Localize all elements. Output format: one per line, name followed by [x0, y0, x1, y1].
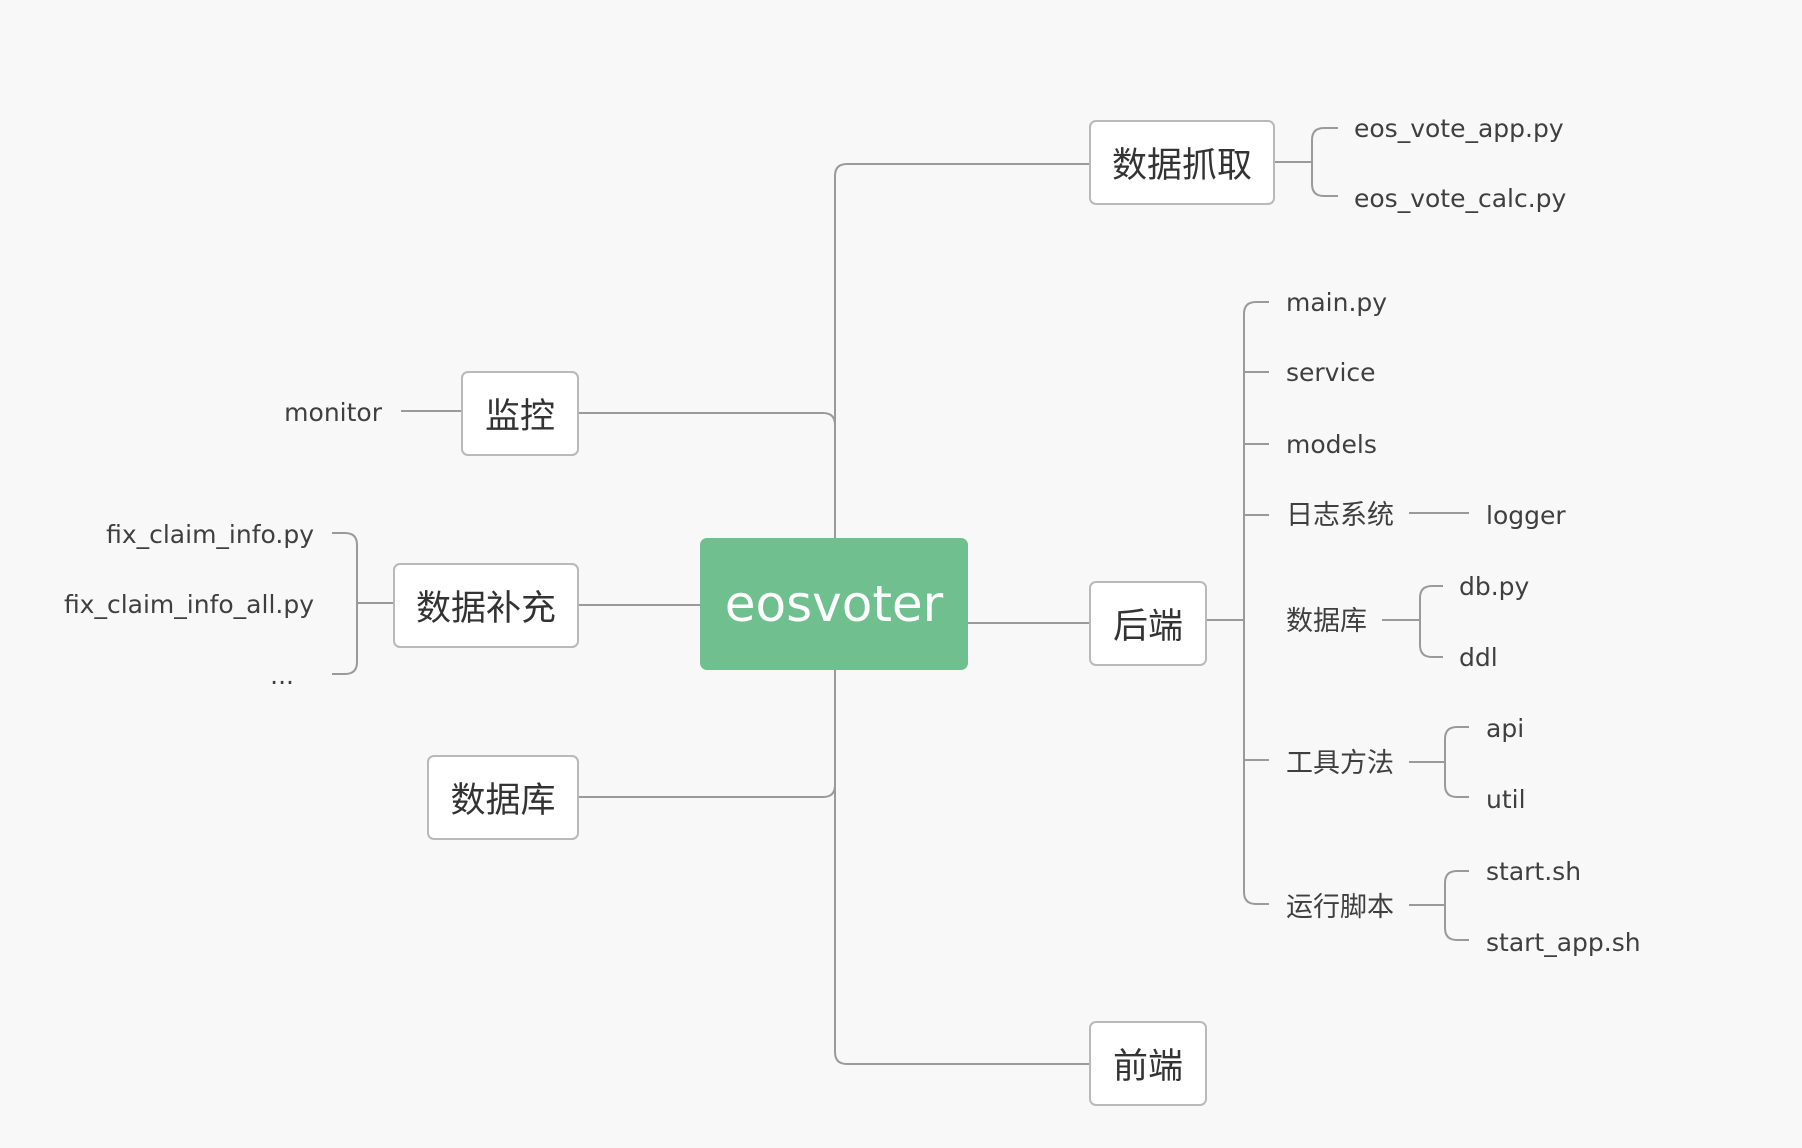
leaf-fix-claim-info[interactable]: fix_claim_info.py [106, 520, 314, 549]
connector-trunk [834, 163, 1089, 538]
leaf-eos-vote-calc[interactable]: eos_vote_calc.py [1354, 184, 1567, 213]
connector-database-left [579, 784, 836, 798]
leaf-start-app-sh[interactable]: start_app.sh [1486, 928, 1641, 957]
leaf-fix-claim-info-all[interactable]: fix_claim_info_all.py [63, 590, 314, 619]
leaf-log-system[interactable]: 日志系统 [1286, 500, 1394, 531]
leaf-service[interactable]: service [1286, 358, 1376, 387]
leaf-models[interactable]: models [1286, 430, 1377, 459]
leaf-database[interactable]: 数据库 [1286, 606, 1367, 637]
leaf-main-py[interactable]: main.py [1286, 288, 1388, 317]
connector-trunk-down [834, 670, 1089, 1065]
node-monitor[interactable]: 监控 [461, 371, 579, 456]
node-data-fetch[interactable]: 数据抓取 [1089, 120, 1275, 205]
node-data-supplement[interactable]: 数据补充 [393, 563, 579, 648]
leaf-api[interactable]: api [1486, 714, 1525, 743]
leaf-tools[interactable]: 工具方法 [1286, 748, 1394, 779]
leaf-util[interactable]: util [1486, 785, 1526, 814]
root-node[interactable]: eosvoter [700, 538, 968, 670]
leaf-logger[interactable]: logger [1486, 501, 1566, 530]
node-database-left[interactable]: 数据库 [427, 755, 579, 840]
node-backend[interactable]: 后端 [1089, 581, 1207, 666]
leaf-eos-vote-app[interactable]: eos_vote_app.py [1354, 114, 1564, 143]
leaf-start-sh[interactable]: start.sh [1486, 857, 1582, 886]
leaf-db-py[interactable]: db.py [1459, 572, 1530, 601]
leaf-monitor[interactable]: monitor [284, 398, 382, 427]
connector-monitor [579, 412, 836, 426]
leaf-ellipsis[interactable]: ... [270, 661, 294, 690]
node-frontend[interactable]: 前端 [1089, 1021, 1207, 1106]
leaf-run-scripts[interactable]: 运行脚本 [1286, 892, 1394, 923]
leaf-ddl[interactable]: ddl [1459, 643, 1498, 672]
